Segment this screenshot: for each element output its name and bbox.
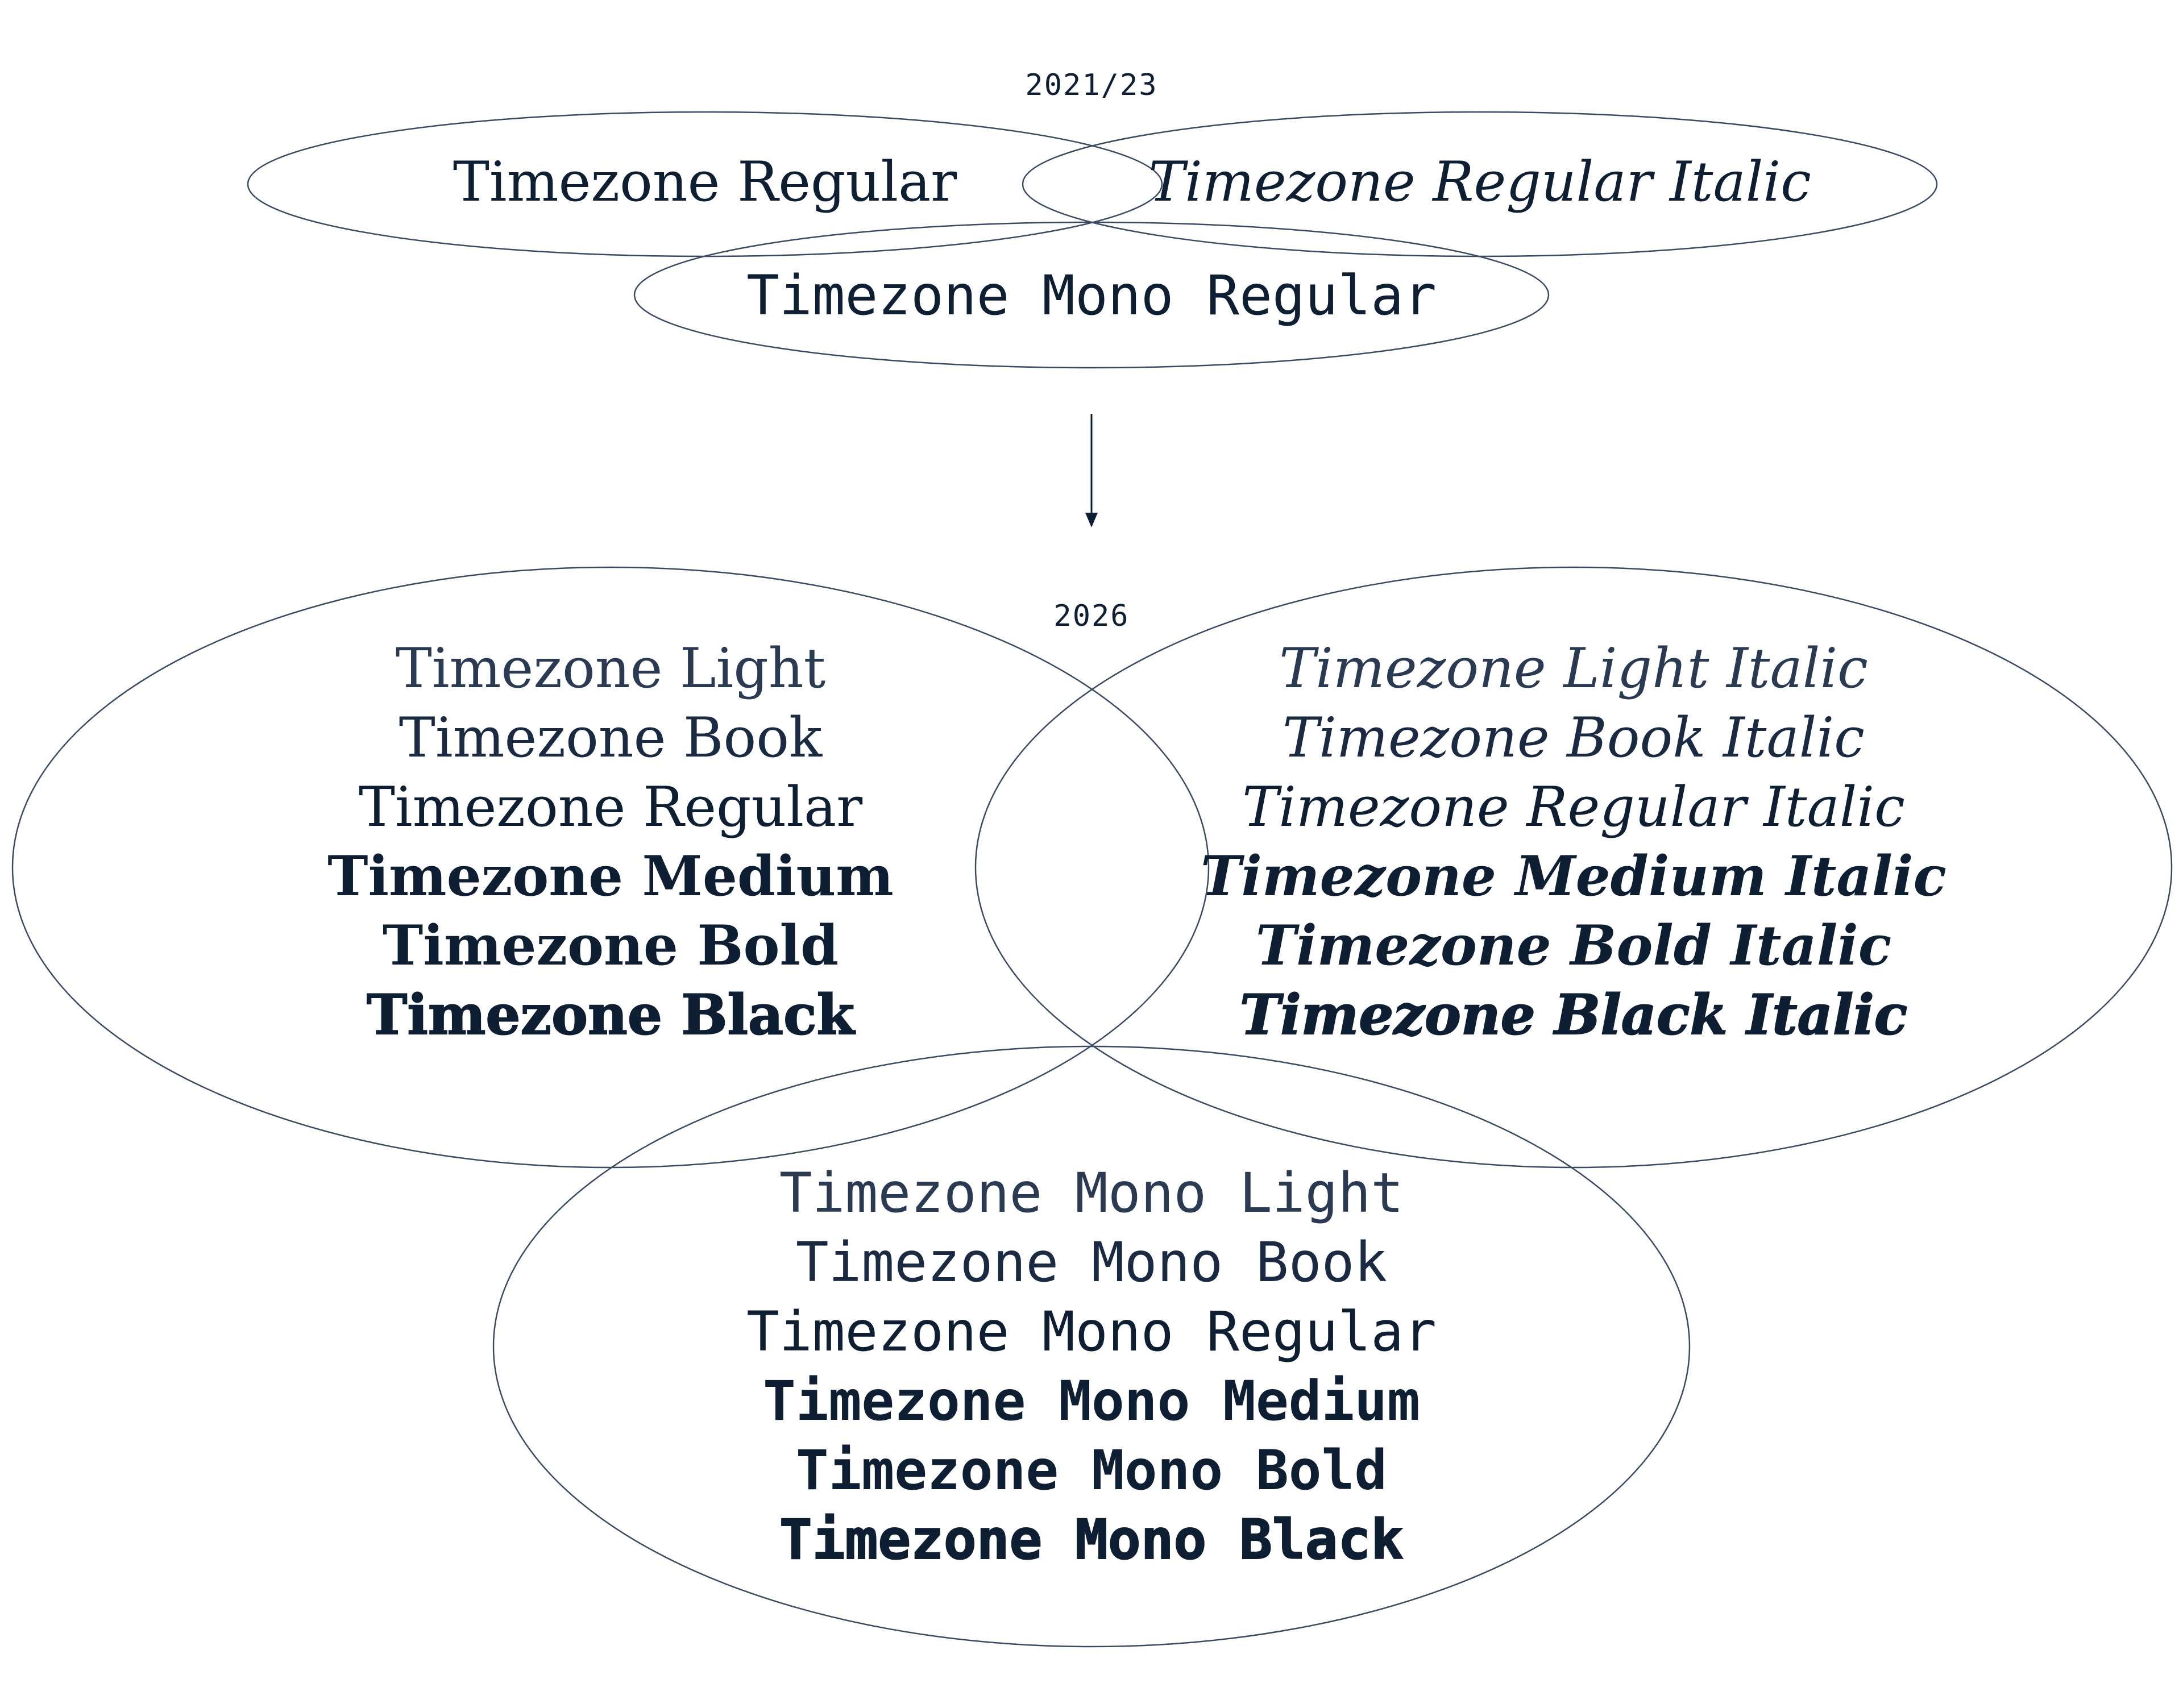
mono-weight-black: Timezone Mono Black <box>779 1507 1404 1572</box>
mono-weights-list: Timezone Mono Light Timezone Mono Book T… <box>746 1158 1437 1574</box>
italic-weight-regular: Timezone Regular Italic <box>1242 775 1905 839</box>
bottom-ellipse-italic <box>974 566 2173 1169</box>
mono-weight-regular: Timezone Mono Regular <box>746 1300 1437 1364</box>
top-ellipse-mono <box>633 221 1550 369</box>
italic-weight-bold: Timezone Bold Italic <box>1255 913 1892 978</box>
italic-weight-medium: Timezone Medium Italic <box>1201 844 1947 908</box>
italic-weight-black: Timezone Black Italic <box>1239 982 1908 1048</box>
top-regular-italic-label: Timezone Regular Italic <box>1148 150 1811 214</box>
top-mono-regular-label: Timezone Mono Regular <box>746 264 1437 327</box>
mono-weight-book: Timezone Mono Book <box>795 1231 1388 1294</box>
mono-weight-medium: Timezone Mono Medium <box>763 1369 1420 1433</box>
serif-weights-list: Timezone Light Timezone Book Timezone Re… <box>327 634 894 1050</box>
bottom-ellipse-mono <box>492 1045 1691 1648</box>
mono-weight-light: Timezone Mono Light <box>779 1161 1404 1225</box>
italic-weights-list: Timezone Light Italic Timezone Book Ital… <box>1201 634 1947 1050</box>
top-regular-label: Timezone Regular <box>453 150 957 214</box>
serif-weight-book: Timezone Book <box>399 706 823 770</box>
italic-weight-light: Timezone Light Italic <box>1279 637 1868 700</box>
bottom-year-label: 2026 <box>1053 599 1130 633</box>
serif-weight-light: Timezone Light <box>395 637 826 700</box>
serif-weight-medium: Timezone Medium <box>327 844 894 908</box>
serif-weight-bold: Timezone Bold <box>382 913 839 978</box>
serif-weight-black: Timezone Black <box>366 982 855 1048</box>
italic-weight-book: Timezone Book Italic <box>1283 706 1865 770</box>
top-year-label: 2021/23 <box>1025 68 1158 102</box>
arrow-head <box>1085 513 1098 527</box>
mono-weight-bold: Timezone Mono Bold <box>795 1439 1388 1502</box>
serif-weight-regular: Timezone Regular <box>358 775 863 839</box>
